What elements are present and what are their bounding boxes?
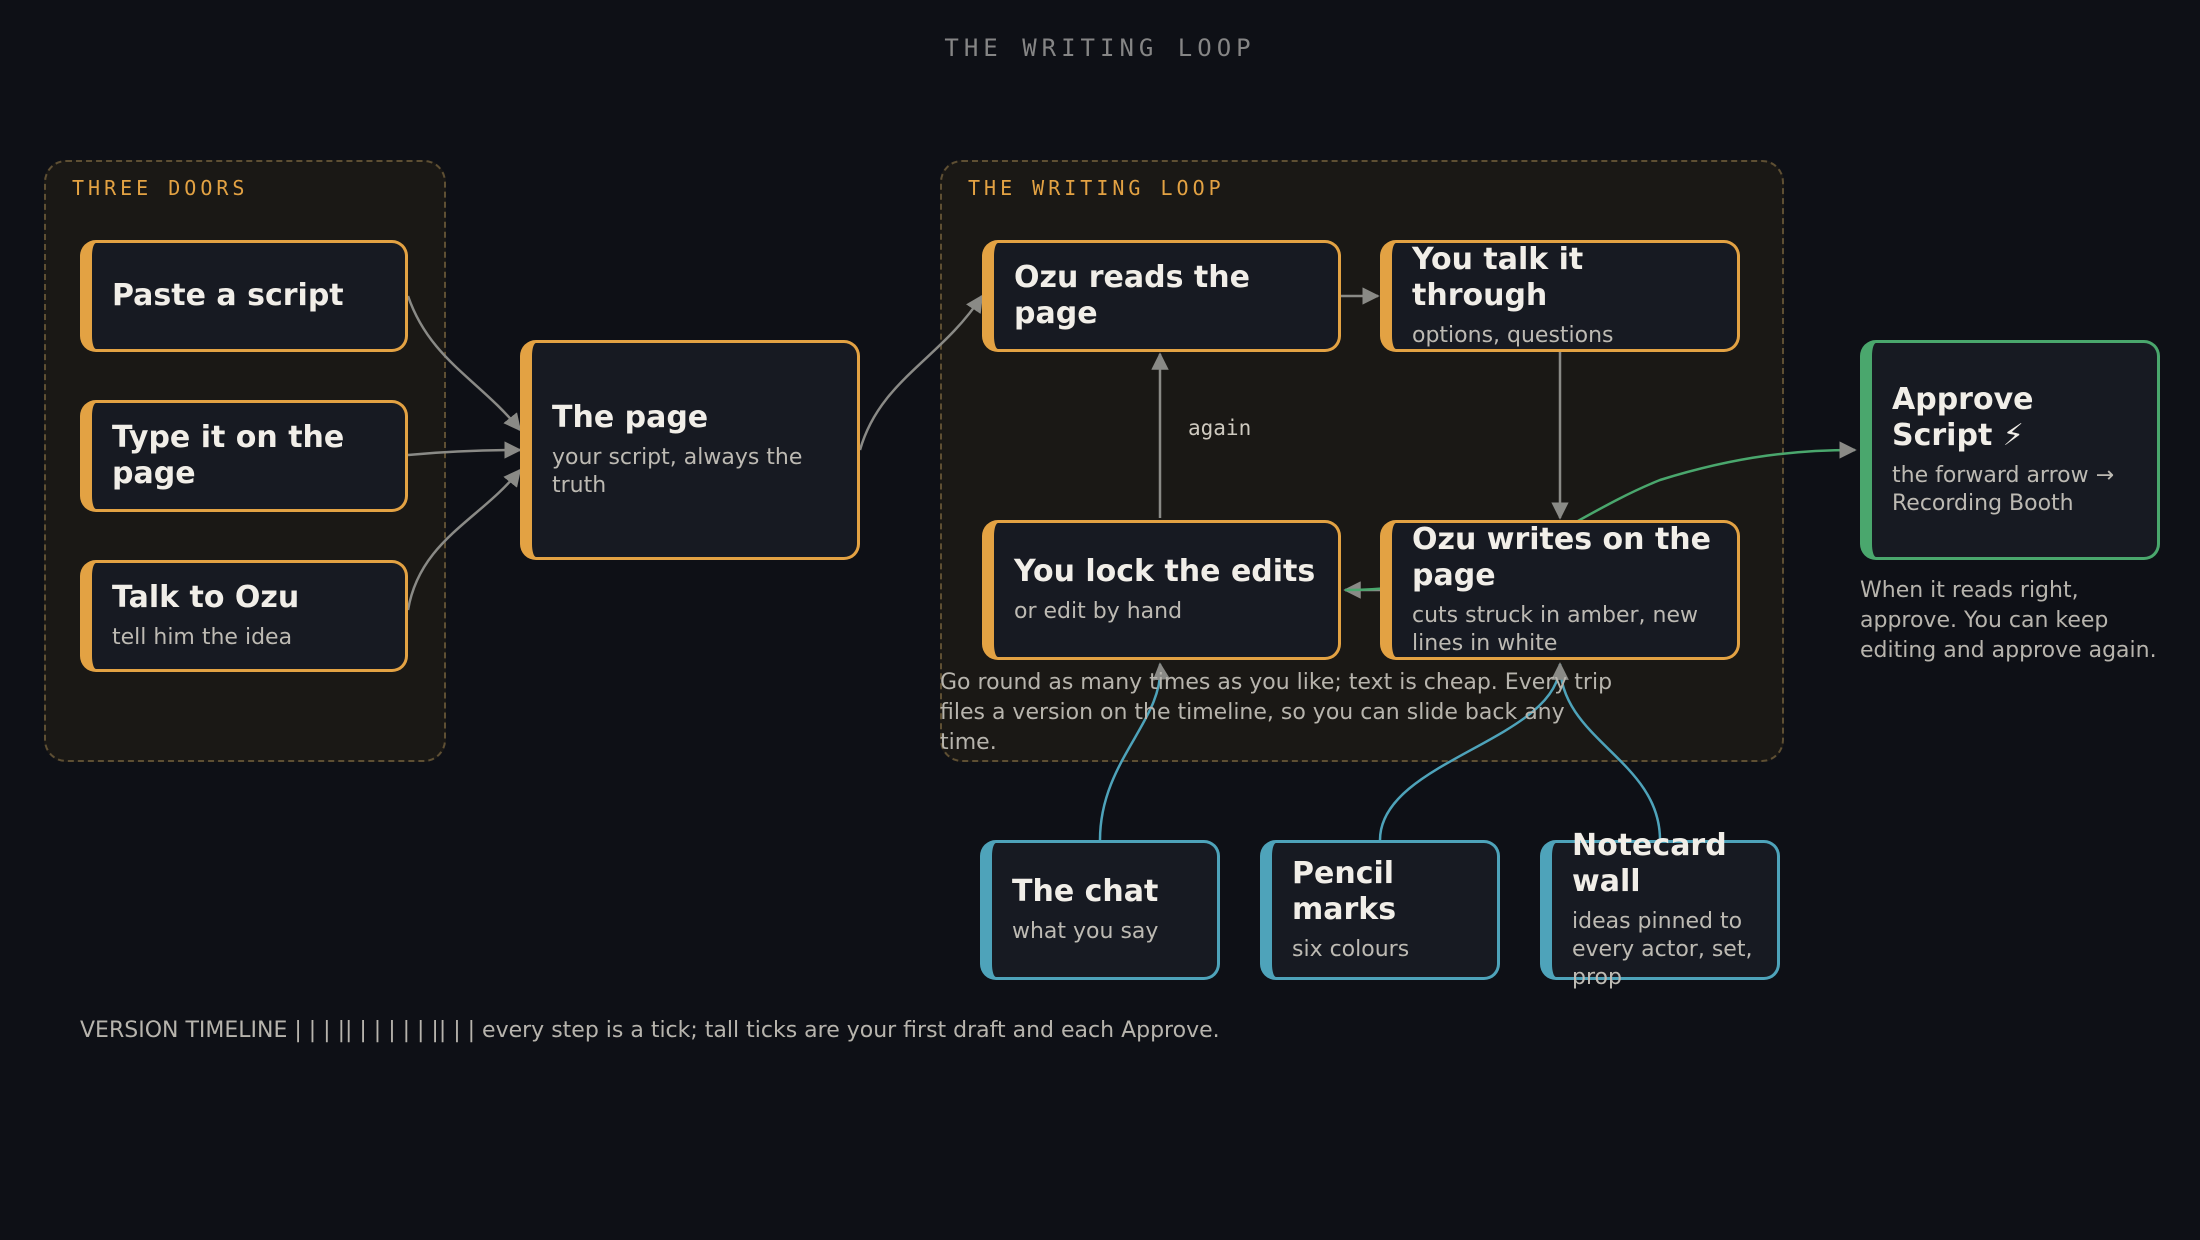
node-the-page[interactable]: The page your script, always the truth (520, 340, 860, 560)
node-subtitle: tell him the idea (112, 625, 293, 650)
edge-notecard-to-writes (1551, 662, 1662, 841)
node-the-chat[interactable]: The chat what you say (980, 840, 1220, 980)
node-approve-script[interactable]: Approve Script ⚡ the forward arrow → Rec… (1860, 340, 2160, 560)
node-title: Ozu reads the page (1014, 260, 1250, 331)
node-type-on-page[interactable]: Type it on the page (80, 400, 408, 512)
node-subtitle: cuts struck in amber, new lines in white (1412, 603, 1698, 656)
node-title: Notecard wall (1572, 828, 1727, 899)
node-title: Approve Script ⚡ (1892, 382, 2034, 453)
node-ozu-reads[interactable]: Ozu reads the page (982, 240, 1341, 352)
approve-note: When it reads right, approve. You can ke… (1860, 578, 2157, 663)
version-timeline: VERSION TIMELINE | | | || | | | | | || |… (80, 1018, 1220, 1043)
edge-paste-to-page (406, 295, 522, 432)
edge-label-again: again (1188, 416, 1252, 440)
node-title: Pencil marks (1292, 856, 1397, 927)
node-title: Talk to Ozu (112, 580, 300, 615)
node-lock-edits[interactable]: You lock the edits or edit by hand (982, 520, 1341, 660)
node-notecard-wall[interactable]: Notecard wall ideas pinned to every acto… (1540, 828, 1780, 990)
node-pencil-marks[interactable]: Pencil marks six colours (1260, 840, 1500, 980)
edge-type-to-page (407, 441, 522, 459)
node-title: Type it on the page (112, 420, 345, 491)
node-title: You lock the edits (1014, 554, 1316, 589)
loop-note: Go round as many times as you like; text… (940, 670, 1613, 755)
edge-talk-to-page (406, 468, 522, 611)
node-ozu-writes[interactable]: Ozu writes on the page cuts struck in am… (1380, 520, 1740, 660)
node-subtitle: what you say (1012, 919, 1159, 944)
group-label-three-doors: THREE DOORS (72, 176, 249, 200)
edge-pencil-to-writes (1378, 662, 1569, 841)
node-talk-through[interactable]: You talk it through options, questions (1380, 240, 1740, 352)
edge-chat-to-lock (1098, 662, 1171, 841)
node-subtitle: or edit by hand (1014, 599, 1183, 624)
node-subtitle: ideas pinned to every actor, set, prop (1572, 909, 1753, 990)
node-subtitle: the forward arrow → Recording Booth (1892, 463, 2115, 516)
node-paste-script[interactable]: Paste a script (80, 240, 408, 352)
node-title: You talk it through (1412, 242, 1584, 313)
diagram-title: THE WRITING LOOP (944, 34, 1256, 62)
node-title: Paste a script (112, 278, 344, 313)
edge-page-to-reads (858, 294, 984, 451)
node-title: The page (552, 400, 709, 435)
node-subtitle: options, questions (1412, 323, 1614, 348)
group-label-writing-loop: THE WRITING LOOP (968, 176, 1225, 200)
node-subtitle: six colours (1292, 937, 1410, 962)
node-talk-to-ozu[interactable]: Talk to Ozu tell him the idea (80, 560, 408, 672)
node-title: The chat (1012, 874, 1159, 909)
node-title: Ozu writes on the page (1412, 522, 1712, 593)
node-subtitle: your script, always the truth (552, 445, 803, 498)
